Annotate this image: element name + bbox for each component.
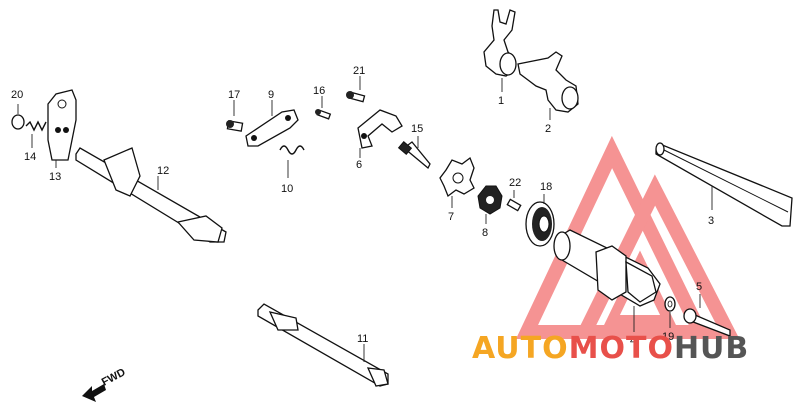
callout-16: 16 — [313, 85, 325, 97]
callout-2: 2 — [545, 123, 551, 135]
callout-18: 18 — [540, 181, 552, 193]
part-1-shift-fork — [483, 9, 517, 92]
part-19-washer — [664, 296, 676, 328]
part-6-bracket — [357, 109, 403, 158]
part-3-fork-shaft — [655, 142, 793, 227]
callout-1: 1 — [498, 95, 504, 107]
part-13-plate — [47, 89, 77, 168]
callout-20: 20 — [11, 89, 23, 101]
part-4-shift-drum — [553, 229, 661, 332]
watermark-text: AUTOMOTOHUB — [472, 331, 749, 366]
watermark-hub: HUB — [674, 331, 749, 366]
callout-21: 21 — [353, 65, 365, 77]
callout-4: 4 — [630, 335, 636, 347]
callout-10: 10 — [281, 183, 293, 195]
part-9-stopper-arm — [245, 100, 299, 147]
callout-8: 8 — [482, 227, 488, 239]
part-21-bolt — [346, 76, 366, 103]
part-16-bolt — [315, 96, 332, 120]
watermark-moto: MOTO — [569, 331, 674, 366]
callout-13: 13 — [49, 171, 61, 183]
callout-11: 11 — [357, 333, 368, 345]
callout-5: 5 — [696, 281, 702, 293]
part-11-shaft — [257, 303, 389, 387]
part-8-cam-plate — [477, 185, 503, 224]
part-14-spring — [25, 120, 47, 148]
fwd-label: FWD — [100, 366, 128, 388]
callout-12: 12 — [157, 165, 169, 177]
part-20-washer — [11, 104, 25, 130]
callout-9: 9 — [268, 89, 274, 101]
part-7-star-plate — [439, 156, 475, 208]
callout-15: 15 — [411, 123, 423, 135]
part-10-spring — [279, 145, 305, 178]
part-22-pin — [506, 190, 522, 212]
part-5-pin — [683, 294, 731, 337]
callout-14: 14 — [24, 151, 36, 163]
part-12-gearshift-spindle — [75, 147, 227, 243]
callout-17: 17 — [228, 89, 240, 101]
part-15-bolt — [397, 136, 431, 170]
part-17-bolt — [226, 100, 244, 132]
part-2-shift-fork — [517, 51, 579, 120]
part-18-bearing — [525, 194, 555, 247]
callout-3: 3 — [708, 215, 714, 227]
watermark-auto: AUTO — [472, 331, 569, 366]
callout-7: 7 — [448, 211, 454, 223]
callout-19: 19 — [662, 331, 674, 343]
callout-6: 6 — [356, 159, 362, 171]
callout-22: 22 — [509, 177, 521, 189]
fwd-arrow — [82, 384, 106, 402]
